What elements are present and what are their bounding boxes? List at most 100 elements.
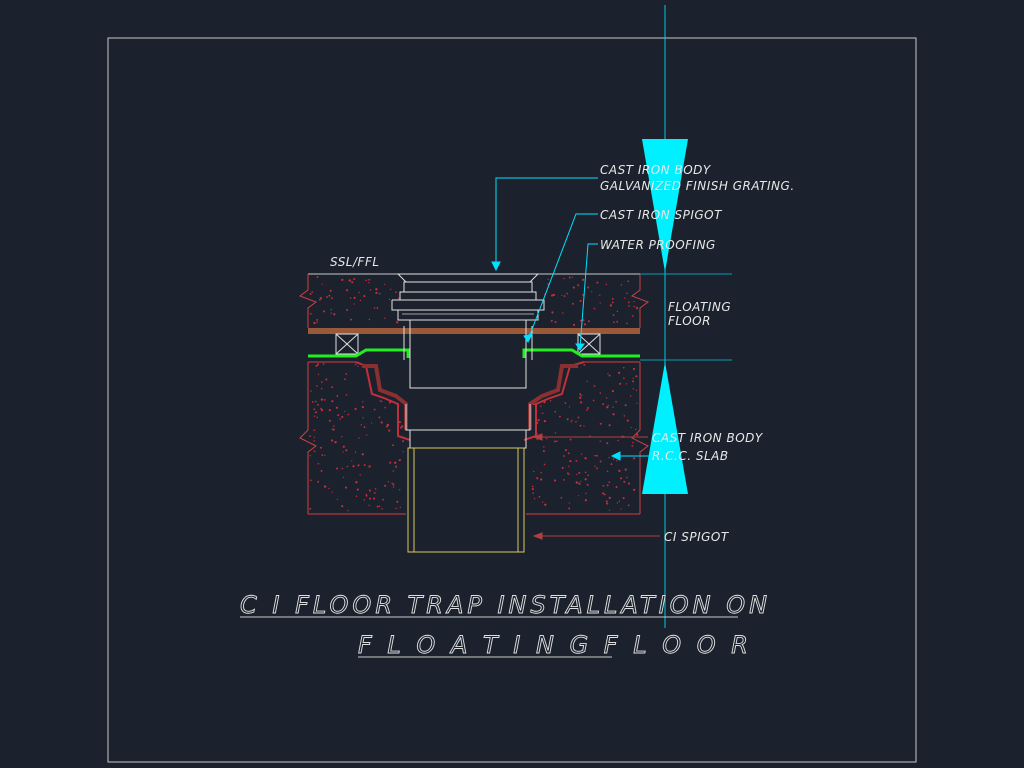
hatch-dot bbox=[373, 408, 376, 411]
hatch-dot bbox=[326, 296, 328, 298]
hatch-dot bbox=[611, 301, 614, 304]
hatch-dot bbox=[345, 394, 348, 396]
hatch-dot bbox=[386, 423, 390, 427]
hatch-dot bbox=[594, 455, 596, 457]
hatch-dot bbox=[568, 507, 571, 510]
hatch-dot bbox=[627, 482, 631, 485]
hatch-dot bbox=[540, 405, 542, 408]
hatch-dot bbox=[336, 394, 339, 397]
hatch-dot bbox=[632, 457, 636, 460]
hatch-dot bbox=[575, 420, 577, 423]
section-marker bbox=[640, 5, 732, 628]
hatch-dot bbox=[612, 458, 615, 460]
hatch-dot bbox=[608, 509, 611, 511]
hatch-dot bbox=[316, 363, 320, 366]
hatch-dot bbox=[542, 501, 544, 503]
hatch-dot bbox=[567, 452, 570, 455]
label-ssl-ffl: SSL/FFL bbox=[330, 255, 380, 269]
hatch-dot bbox=[545, 437, 548, 440]
label-body-grating-2: GALVANIZED FINISH GRATING. bbox=[600, 179, 795, 193]
hatch-dot bbox=[344, 410, 346, 413]
hatch-dot bbox=[395, 465, 398, 468]
hatch-dot bbox=[586, 483, 589, 486]
hatch-dot bbox=[623, 377, 625, 379]
hatch-dot bbox=[380, 400, 383, 403]
hatch-dot bbox=[369, 497, 372, 500]
hatch-dot bbox=[313, 429, 316, 432]
hatch-dot bbox=[583, 363, 586, 366]
hatch-dot bbox=[599, 392, 602, 394]
hatch-dot bbox=[329, 289, 332, 292]
hatch-dot bbox=[395, 291, 397, 294]
hatch-dot bbox=[540, 478, 543, 481]
hatch-dot bbox=[316, 318, 319, 321]
hatch-dot bbox=[358, 437, 360, 439]
hatch-dot bbox=[583, 425, 585, 427]
hatch-dot bbox=[335, 406, 338, 409]
hatch-dot bbox=[387, 481, 390, 483]
hatch-dot bbox=[379, 400, 381, 402]
hatch-dot bbox=[635, 389, 638, 391]
hatch-dot bbox=[611, 297, 614, 300]
hatch-dot bbox=[355, 495, 358, 497]
hatch-dot bbox=[368, 489, 372, 492]
hatch-dot bbox=[332, 428, 335, 431]
hatch-dot bbox=[328, 409, 331, 412]
hatch-dot bbox=[352, 465, 355, 468]
hatch-dot bbox=[346, 309, 349, 311]
hatch-dot bbox=[636, 433, 639, 436]
hatch-dot bbox=[608, 374, 611, 377]
hatch-dot bbox=[532, 492, 534, 494]
hatch-dot bbox=[318, 299, 321, 301]
hatch-dot bbox=[341, 467, 343, 469]
hatch-dot bbox=[389, 461, 392, 464]
hatch-dot bbox=[594, 465, 596, 467]
hatch-dot bbox=[602, 403, 605, 406]
hatch-dot bbox=[562, 312, 564, 314]
hatch-dot bbox=[349, 297, 352, 299]
hatch-dot bbox=[319, 446, 322, 449]
hatch-dot bbox=[396, 321, 399, 324]
hatch-dot bbox=[615, 400, 617, 403]
hatch-dot bbox=[328, 419, 331, 422]
hatch-dot bbox=[322, 310, 325, 313]
hatch-dot bbox=[359, 299, 362, 302]
hatch-dot bbox=[578, 472, 581, 474]
waterproofing-membrane bbox=[308, 348, 640, 358]
hatch-dot bbox=[333, 313, 336, 316]
hatch-dot bbox=[630, 395, 632, 397]
hatch-dot bbox=[368, 278, 371, 281]
hatch-dot bbox=[392, 486, 395, 488]
hatch-dot bbox=[344, 486, 348, 489]
hatch-dot bbox=[313, 440, 316, 442]
hatch-dot bbox=[586, 409, 588, 411]
hatch-dot bbox=[399, 489, 401, 491]
hatch-dot bbox=[635, 375, 638, 378]
hatch-dot bbox=[400, 426, 403, 429]
hatch-dot bbox=[369, 289, 372, 291]
hatch-dot bbox=[584, 457, 587, 460]
hatch-dot bbox=[336, 467, 339, 470]
hatch-dot bbox=[315, 411, 318, 414]
hatch-dot bbox=[337, 414, 340, 417]
label-floating-floor-2: FLOOR bbox=[668, 314, 711, 328]
hatch-dot bbox=[309, 479, 312, 482]
hatch-dot bbox=[373, 307, 376, 309]
hatch-dot bbox=[330, 312, 332, 314]
hatch-dot bbox=[623, 480, 626, 483]
hatch-dot bbox=[354, 407, 357, 411]
hatch-dot bbox=[599, 302, 601, 304]
hatch-dot bbox=[602, 485, 605, 487]
hatch-dot bbox=[331, 297, 333, 300]
hatch-dot bbox=[568, 406, 571, 408]
hatch-dot bbox=[571, 419, 573, 421]
hatch-dot bbox=[601, 492, 605, 495]
hatch-dot bbox=[316, 416, 318, 419]
hatch-dot bbox=[309, 435, 311, 437]
hatch-dot bbox=[384, 317, 386, 319]
hatch-dot bbox=[559, 415, 561, 418]
hatch-dot bbox=[603, 493, 606, 496]
hatch-dot bbox=[316, 321, 318, 324]
hatch-dot bbox=[368, 318, 371, 321]
hatch-dot bbox=[599, 422, 602, 425]
